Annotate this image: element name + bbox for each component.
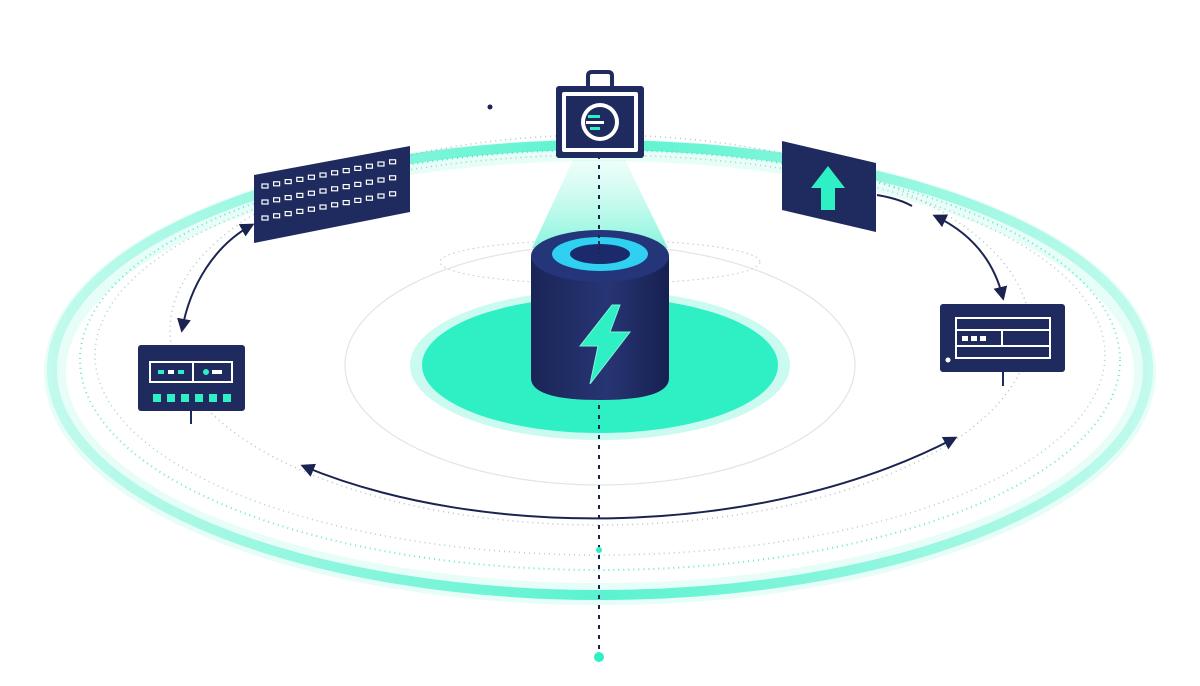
keypad-key	[284, 179, 292, 185]
arrow-bottom	[300, 436, 958, 520]
node-top-gauge	[556, 70, 644, 158]
keypad-key	[389, 159, 397, 165]
keypad-key	[377, 177, 385, 183]
keypad-key	[296, 176, 304, 182]
keypad-key	[284, 211, 292, 217]
arrow-upper-right	[932, 214, 1008, 301]
keypad-key	[273, 197, 281, 203]
display-panel-led	[945, 357, 951, 363]
keypad-key	[307, 174, 315, 180]
keypad-key	[296, 208, 304, 214]
keypad-key	[284, 195, 292, 201]
keypad-key	[261, 199, 269, 205]
keypad-key	[389, 191, 397, 197]
keypad-key	[342, 200, 350, 206]
gauge-icon-bar-3	[590, 127, 600, 130]
node-upper-right-arrow	[782, 141, 876, 232]
keypad-panel-icon	[261, 159, 397, 221]
keypad-key	[261, 215, 269, 221]
keypad-key	[273, 181, 281, 187]
keypad-key	[365, 195, 373, 201]
node-left-control	[138, 345, 245, 424]
keypad-key	[331, 186, 339, 192]
arrow-upper-left	[177, 223, 255, 333]
keypad-key	[261, 183, 269, 189]
node-right-display	[940, 304, 1065, 386]
keypad-key	[331, 170, 339, 176]
keypad-key	[365, 179, 373, 185]
control-panel-led-2	[168, 370, 174, 374]
control-panel-knob	[203, 369, 209, 375]
keypad-key	[354, 165, 362, 171]
keypad-key	[331, 202, 339, 208]
keypad-key	[389, 175, 397, 181]
display-panel-screen	[955, 317, 1051, 359]
keypad-key	[354, 181, 362, 187]
keypad-key	[342, 168, 350, 174]
dotted-ring-outer	[79, 149, 1121, 571]
flow-arrows	[177, 194, 1008, 520]
keypad-key	[319, 188, 327, 194]
connector-end-dot	[594, 652, 604, 662]
lightning-bolt-icon	[578, 304, 632, 385]
keypad-key	[319, 204, 327, 210]
keypad-key	[377, 161, 385, 167]
battery-node	[531, 230, 669, 400]
keypad-key	[342, 184, 350, 190]
control-panel-led-1	[158, 370, 164, 374]
arrow-up-icon	[811, 166, 845, 210]
arrow-stub-upper-right	[876, 194, 913, 207]
node-upper-left-keypad	[254, 146, 410, 243]
display-panel-icon	[962, 336, 986, 341]
keypad-key	[354, 197, 362, 203]
keypad-key	[307, 190, 315, 196]
keypad-key	[365, 163, 373, 169]
keypad-key	[377, 193, 385, 199]
keypad-key	[319, 172, 327, 178]
control-panel-icon	[153, 394, 231, 402]
gauge-icon-bar-2	[586, 121, 604, 124]
connector-mid-dot	[596, 547, 602, 553]
gauge-box-handle	[586, 70, 614, 86]
light-beam	[532, 160, 668, 248]
keypad-key	[296, 192, 304, 198]
keypad-key	[307, 206, 315, 212]
inner-faint-ring-2	[439, 239, 761, 285]
control-panel-screen	[149, 361, 233, 383]
control-panel-led-4	[212, 370, 222, 374]
top-orbit-dot	[487, 104, 493, 110]
keypad-panel	[254, 146, 410, 243]
control-panel-led-3	[178, 370, 184, 374]
keypad-key	[273, 213, 281, 219]
dotted-ring-outer-2	[94, 154, 1106, 556]
gauge-icon-bar-1	[588, 115, 600, 118]
